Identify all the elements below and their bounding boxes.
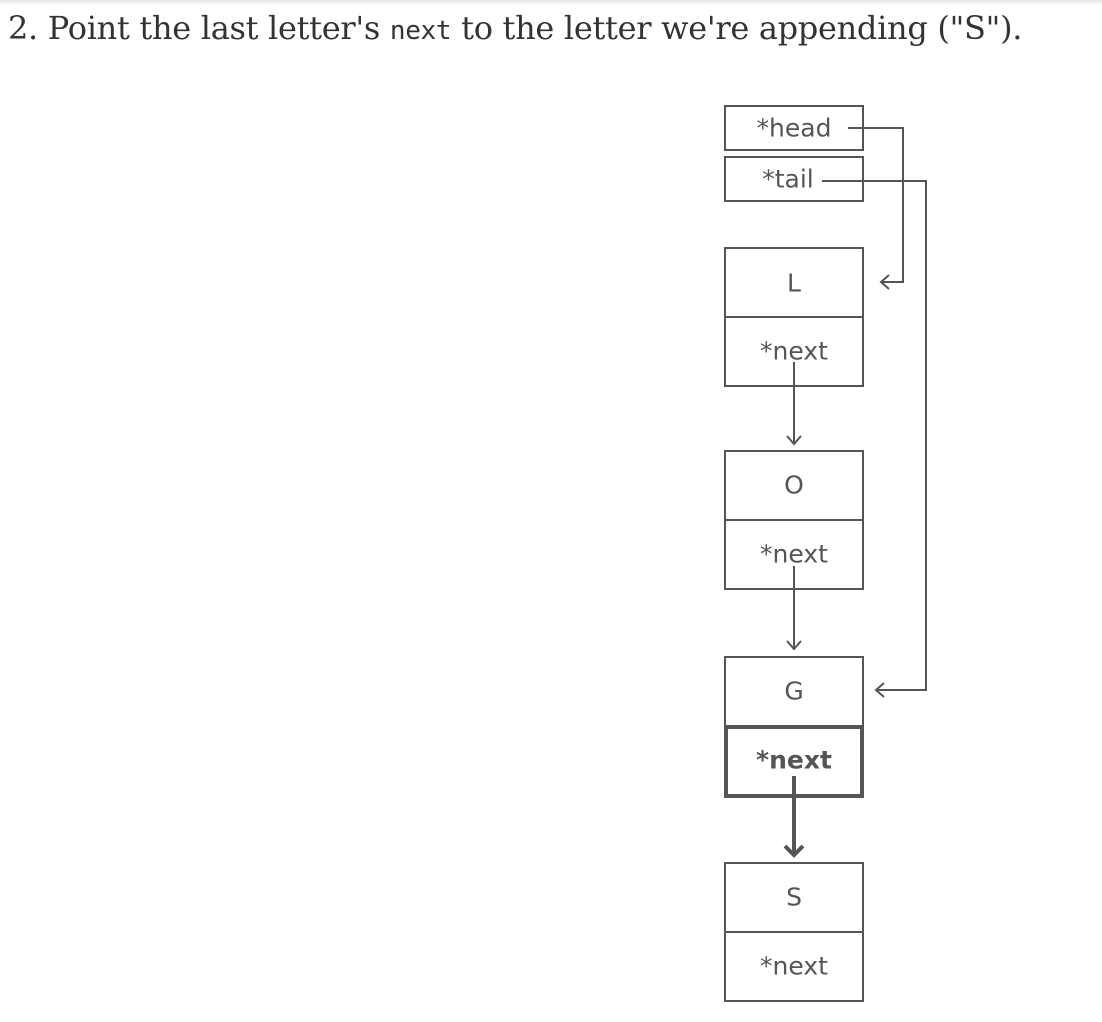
node-s-letter: S: [786, 883, 802, 912]
node-l-value-cell: [724, 247, 864, 318]
heading-code-next: next: [389, 16, 452, 46]
node-o-letter: O: [784, 471, 804, 500]
top-divider: [0, 0, 1102, 5]
heading-text-after: to the letter we're appending ("S").: [451, 9, 1023, 47]
l-next-to-o-arrow: [786, 362, 802, 446]
tail-label: *tail: [762, 165, 814, 194]
tail-wire: [822, 180, 927, 691]
step-heading: 2. Point the last letter's next to the l…: [8, 9, 1022, 47]
g-next-to-s-arrow: [783, 776, 805, 858]
tail-to-g-arrow: [822, 180, 927, 698]
head-to-l-arrow: [848, 127, 904, 290]
head-arrowhead: [879, 274, 890, 290]
tail-arrowhead: [874, 682, 885, 698]
node-g: G *next: [724, 656, 864, 798]
head-label: *head: [757, 114, 832, 143]
node-g-value-cell: [724, 656, 864, 727]
node-s-next-label: *next: [760, 952, 828, 981]
o-next-arrowhead: [786, 640, 802, 651]
node-l-next-label: *next: [760, 337, 828, 366]
node-s: S *next: [724, 862, 864, 1002]
o-next-to-g-arrow: [786, 566, 802, 651]
tail-pointer-box: *tail: [724, 156, 864, 202]
head-wire: [848, 127, 904, 283]
g-next-arrowhead: [783, 844, 805, 858]
node-s-next-cell: [724, 931, 864, 1002]
node-l: L *next: [724, 247, 864, 387]
l-next-arrowhead: [786, 435, 802, 446]
tail-box-rect: [724, 156, 864, 202]
heading-text-before: 2. Point the last letter's: [8, 9, 390, 47]
node-o-value-cell: [724, 450, 864, 521]
node-l-letter: L: [787, 269, 801, 298]
head-pointer-box: *head: [724, 105, 864, 151]
node-g-next-label: *next: [756, 746, 832, 775]
node-o-next-label: *next: [760, 540, 828, 569]
node-g-letter: G: [784, 677, 803, 706]
